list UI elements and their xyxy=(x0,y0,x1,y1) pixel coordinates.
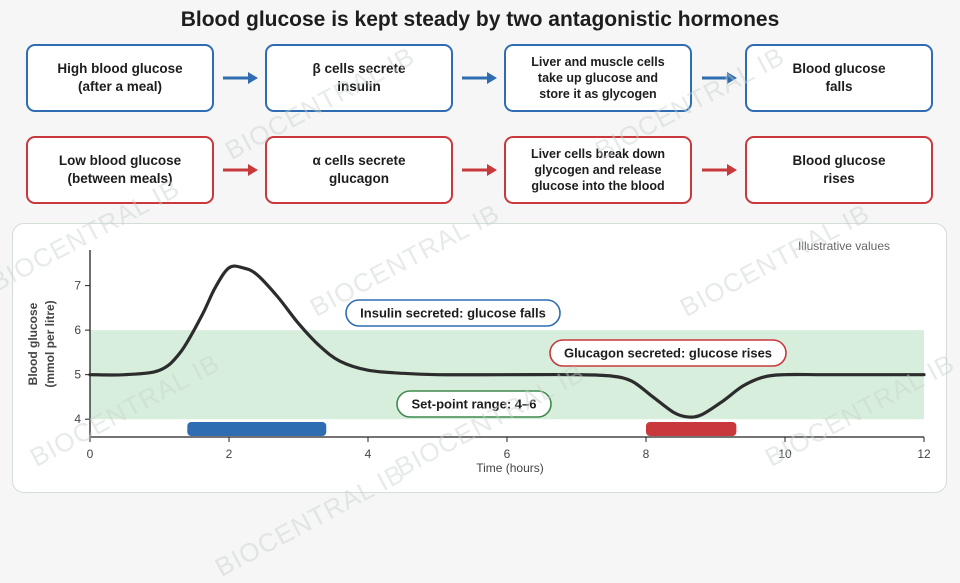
arrow-right-icon xyxy=(223,164,258,176)
flow-high-step-4: Blood glucose falls xyxy=(745,44,933,112)
x-tick-label: 2 xyxy=(226,447,233,461)
y-tick-label: 6 xyxy=(74,323,81,337)
flow-low-step-1: Low blood glucose (between meals) xyxy=(26,136,214,204)
insulin-annotation: Insulin secreted: glucose falls xyxy=(360,306,546,321)
insulin-secretion-bar xyxy=(187,422,327,436)
flow-high-step-3: Liver and muscle cells take up glucose a… xyxy=(504,44,692,112)
arrow-right-icon xyxy=(223,72,258,84)
y-tick-label: 5 xyxy=(74,368,81,382)
setpoint-annotation-pill xyxy=(396,390,552,418)
x-tick-label: 4 xyxy=(365,447,372,461)
arrow-right-icon xyxy=(462,72,497,84)
glucagon-annotation-pill xyxy=(549,339,787,367)
arrow-right-icon xyxy=(462,164,497,176)
flow-low-step-4: Blood glucose rises xyxy=(745,136,933,204)
glucose-curve xyxy=(88,264,926,419)
x-tick-label: 8 xyxy=(643,447,650,461)
y-axis-label-line: (mmol per litre) xyxy=(43,300,57,387)
x-tick-label: 10 xyxy=(778,447,792,461)
y-axis-label: Blood glucose(mmol per litre) xyxy=(26,300,57,387)
illustrative-note: Illustrative values xyxy=(798,239,890,253)
arrow-right-icon xyxy=(702,164,737,176)
arrow-right-icon xyxy=(702,72,737,84)
x-tick-label: 0 xyxy=(87,447,94,461)
page-title: Blood glucose is kept steady by two anta… xyxy=(180,8,780,31)
setpoint-annotation: Set-point range: 4–6 xyxy=(412,397,537,412)
glucagon-secretion-bar xyxy=(646,422,737,436)
y-axis-label-line: Blood glucose xyxy=(26,302,40,385)
x-axis-label: Time (hours) xyxy=(476,461,544,475)
insulin-annotation-pill xyxy=(345,299,561,327)
flow-low-step-3: Liver cells break down glycogen and rele… xyxy=(504,136,692,204)
flow-high-step-1: High blood glucose (after a meal) xyxy=(26,44,214,112)
x-tick-label: 6 xyxy=(504,447,511,461)
x-tick-label: 12 xyxy=(917,447,931,461)
flow-high-step-2: β cells secrete insulin xyxy=(265,44,453,112)
glucagon-annotation: Glucagon secreted: glucose rises xyxy=(564,346,772,361)
y-tick-label: 4 xyxy=(74,412,81,426)
flow-low-step-2: α cells secrete glucagon xyxy=(265,136,453,204)
y-tick-label: 7 xyxy=(74,279,81,293)
